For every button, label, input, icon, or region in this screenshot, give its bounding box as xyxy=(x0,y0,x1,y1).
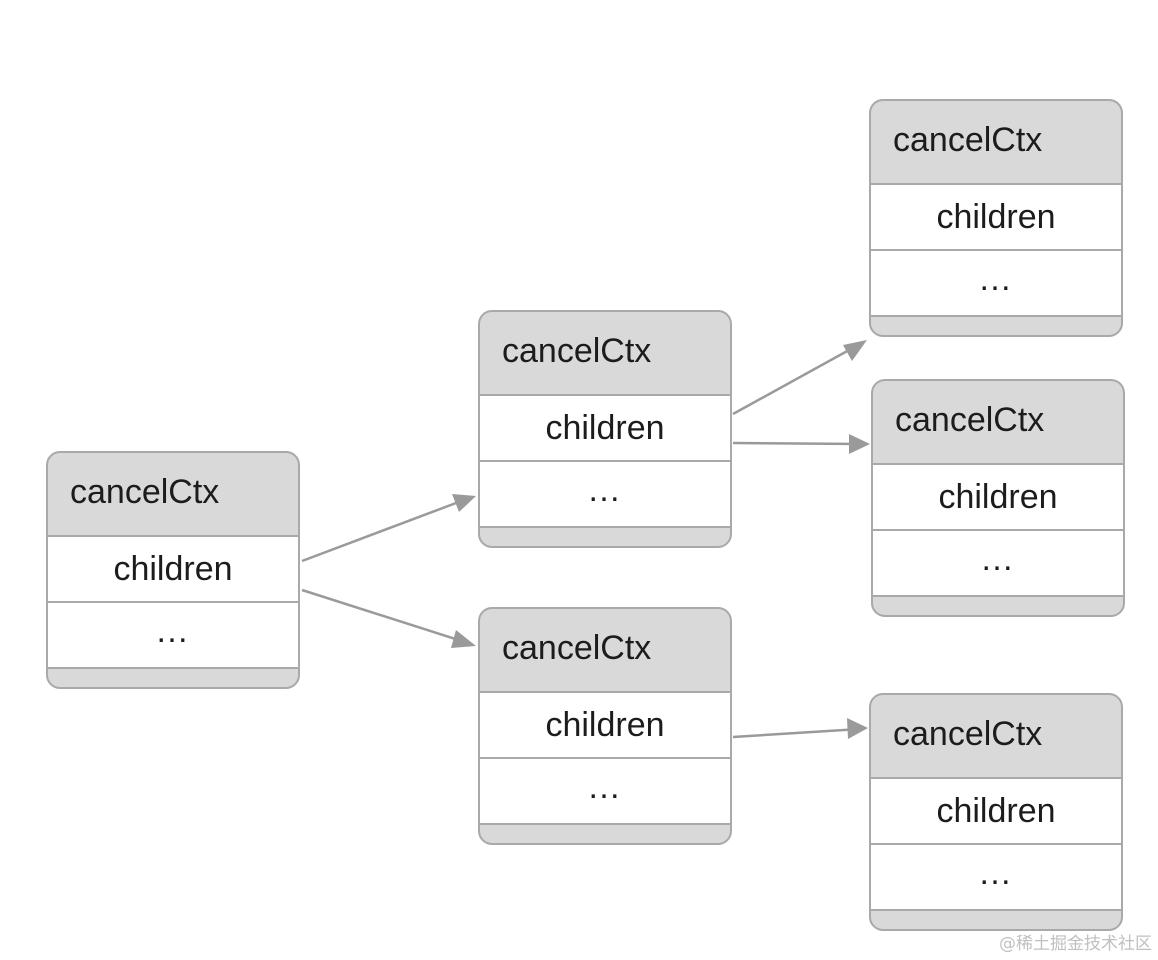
node-field-ellipsis: … xyxy=(871,251,1121,317)
context-node-leaf-2: cancelCtx children … xyxy=(871,379,1125,617)
node-title: cancelCtx xyxy=(871,695,1121,779)
context-node-mid-bottom: cancelCtx children … xyxy=(478,607,732,845)
node-title: cancelCtx xyxy=(480,609,730,693)
context-node-root: cancelCtx children … xyxy=(46,451,300,689)
node-field-children: children xyxy=(480,396,730,462)
node-field-ellipsis: … xyxy=(48,603,298,669)
node-footer xyxy=(871,317,1121,335)
node-field-ellipsis: … xyxy=(871,845,1121,911)
edge-root-to-mid-top xyxy=(301,495,473,563)
node-field-ellipsis: … xyxy=(480,759,730,825)
node-field-children: children xyxy=(48,537,298,603)
arrowhead-mid-top-to-leaf-2 xyxy=(849,434,870,454)
context-node-mid-top: cancelCtx children … xyxy=(478,310,732,548)
arrowhead-root-to-mid-top xyxy=(452,494,476,512)
node-title: cancelCtx xyxy=(48,453,298,537)
arrowhead-mid-top-to-leaf-1 xyxy=(843,340,867,361)
context-node-leaf-3: cancelCtx children … xyxy=(869,693,1123,931)
watermark: @稀土掘金技术社区 xyxy=(999,934,1152,954)
node-title: cancelCtx xyxy=(480,312,730,396)
context-node-leaf-1: cancelCtx children … xyxy=(869,99,1123,337)
node-field-children: children xyxy=(873,465,1123,531)
node-field-children: children xyxy=(871,779,1121,845)
node-title: cancelCtx xyxy=(873,381,1123,465)
node-field-children: children xyxy=(871,185,1121,251)
node-footer xyxy=(873,597,1123,615)
node-footer xyxy=(480,825,730,843)
edge-mid-top-to-leaf-1 xyxy=(732,342,861,416)
node-title: cancelCtx xyxy=(871,101,1121,185)
node-field-ellipsis: … xyxy=(873,531,1123,597)
arrowhead-root-to-mid-bottom xyxy=(451,630,476,648)
node-field-children: children xyxy=(480,693,730,759)
edge-mid-bottom-to-leaf-3 xyxy=(732,727,861,739)
edge-mid-top-to-leaf-2 xyxy=(732,441,863,446)
node-field-ellipsis: … xyxy=(480,462,730,528)
node-footer xyxy=(48,669,298,687)
arrowhead-mid-bottom-to-leaf-3 xyxy=(847,718,868,739)
node-footer xyxy=(480,528,730,546)
node-footer xyxy=(871,911,1121,929)
edge-root-to-mid-bottom xyxy=(301,588,469,645)
